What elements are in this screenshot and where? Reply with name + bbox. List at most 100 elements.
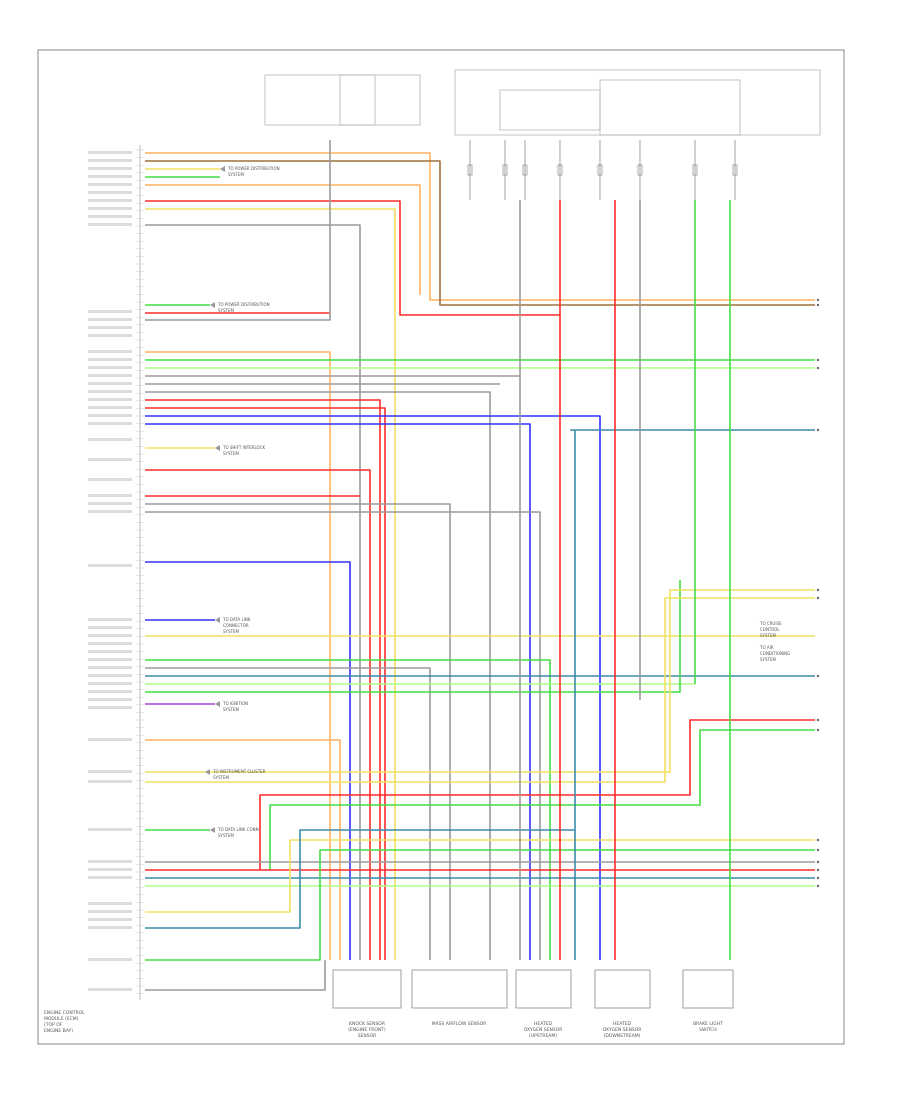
side-note: SYSTEM (218, 308, 234, 313)
pin-label-placeholder (88, 510, 132, 513)
pin-label-placeholder (88, 374, 132, 377)
pin-label-placeholder (88, 902, 132, 905)
wire-gray (145, 667, 431, 960)
side-note: TO IGNITION (222, 701, 248, 706)
connector-label-knock_sensor: SENSOR (358, 1033, 377, 1039)
pin-label-placeholder (88, 876, 132, 879)
connector-label-o2_up: (UPSTREAM) (529, 1033, 557, 1039)
pin-label-placeholder (88, 918, 132, 921)
pin-label-placeholder (88, 780, 132, 783)
pin-label-placeholder (88, 868, 132, 871)
wire-orange (145, 152, 815, 301)
relay-box (599, 79, 741, 136)
connector-brake_switch (682, 969, 734, 1009)
arrow-icon (215, 701, 220, 707)
right-terminal (816, 848, 820, 852)
fuse-icon (522, 164, 528, 176)
relay-box (499, 89, 601, 131)
pin-label-placeholder (88, 626, 132, 629)
wire-teal (145, 829, 575, 929)
wire-gray (145, 224, 361, 960)
right-terminal (816, 718, 820, 722)
ecm-label-line-3: (TOP OF (44, 1022, 63, 1028)
pin-label-placeholder (88, 438, 132, 441)
wire-yellow (145, 208, 396, 960)
side-note: TO DATA LINK CONN (217, 827, 259, 832)
pin-label-placeholder (88, 502, 132, 505)
pin-label-placeholder (88, 910, 132, 913)
pin-label-placeholder (88, 634, 132, 637)
wire-red (145, 469, 371, 960)
pin-label-placeholder (88, 183, 132, 186)
right-terminal (816, 674, 820, 678)
pin-label-placeholder (88, 564, 132, 567)
wire-red (145, 407, 386, 960)
connector-knock_sensor (332, 969, 402, 1009)
right-terminal (816, 728, 820, 732)
connector-label-o2_down: OXYGEN SENSOR (603, 1027, 642, 1033)
right-terminal (816, 358, 820, 362)
pin-label-placeholder (88, 738, 132, 741)
right-terminal (816, 838, 820, 842)
pin-label-placeholder (88, 642, 132, 645)
side-note: SYSTEM (228, 172, 244, 177)
wire-orange (145, 351, 331, 960)
pin-label-placeholder (88, 414, 132, 417)
connector-label-brake_switch: SWITCH (699, 1027, 717, 1033)
wire-yellow (145, 589, 815, 773)
wire-green (269, 729, 815, 870)
pin-label-placeholder (88, 175, 132, 178)
pin-label-placeholder (88, 926, 132, 929)
wire-green (145, 659, 551, 960)
wire-green (145, 849, 815, 961)
pin-label-placeholder (88, 682, 132, 685)
wire-red (259, 719, 815, 870)
fuse-icon (637, 164, 643, 176)
fuse-icon (557, 164, 563, 176)
pin-label-placeholder (88, 159, 132, 162)
pin-label-placeholder (88, 618, 132, 621)
side-note: TO POWER DISTRIBUTION (227, 166, 280, 171)
pin-label-placeholder (88, 398, 132, 401)
side-note: TO SHIFT INTERLOCK (222, 445, 265, 450)
wire-gray (145, 511, 541, 960)
fuse-icon (732, 164, 738, 176)
pin-label-placeholder (88, 382, 132, 385)
wire-orange (145, 184, 421, 295)
pin-label-placeholder (88, 706, 132, 709)
arrow-icon (210, 827, 215, 833)
pin-label-placeholder (88, 151, 132, 154)
wire-yellow (145, 839, 815, 913)
top-components (264, 69, 821, 200)
pin-label-placeholder (88, 690, 132, 693)
wire-red (145, 200, 560, 316)
side-note: CONNECTOR (223, 623, 249, 628)
wire-gray (145, 960, 326, 991)
pin-label-placeholder (88, 458, 132, 461)
side-note: SYSTEM (223, 707, 239, 712)
wire-gray (145, 140, 331, 321)
ecm-label-line-4: ENGINE BAY) (44, 1028, 73, 1034)
connector-label-knock_sensor: (ENGINE FRONT) (348, 1027, 386, 1033)
pin-label-placeholder (88, 770, 132, 773)
arrow-icon (205, 769, 210, 775)
connector-label-knock_sensor: KNOCK SENSOR (349, 1021, 385, 1027)
pin-label-placeholder (88, 650, 132, 653)
pin-label-placeholder (88, 406, 132, 409)
wire-brown (145, 160, 815, 306)
right-terminal (816, 876, 820, 880)
connector-label-mass_air: MASS AIRFLOW SENSOR (432, 1021, 487, 1027)
pin-label-placeholder (88, 958, 132, 961)
pin-label-placeholder (88, 698, 132, 701)
wire-green (145, 580, 681, 693)
fuse-icon (692, 164, 698, 176)
pin-label-placeholder (88, 478, 132, 481)
right-note: CONTROL (760, 627, 780, 632)
connector-mass_air (411, 969, 508, 1009)
wire-red (145, 399, 381, 960)
fuse-icon (597, 164, 603, 176)
pin-label-placeholder (88, 167, 132, 170)
pin-label-placeholder (88, 215, 132, 218)
diagram-frame (37, 49, 845, 1045)
